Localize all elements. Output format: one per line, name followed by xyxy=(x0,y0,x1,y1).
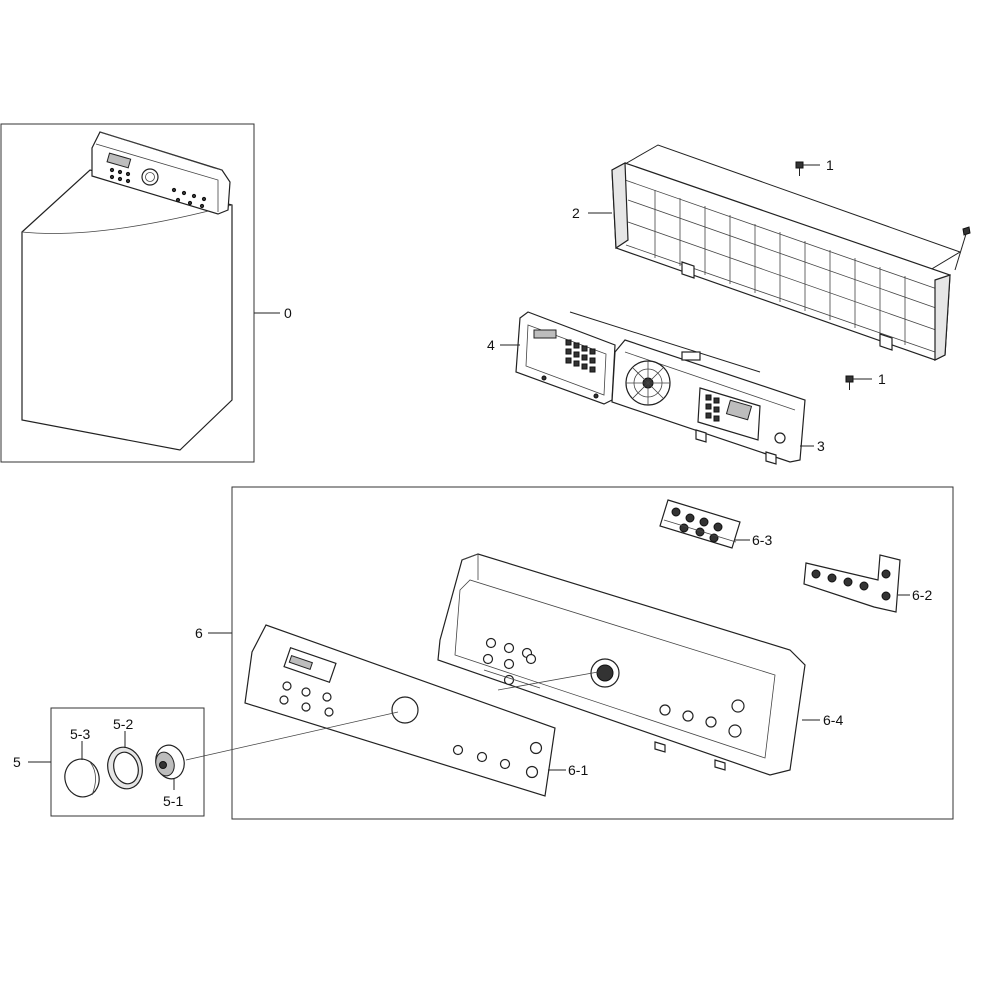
label-6-3: 6-3 xyxy=(752,532,772,548)
label-5: 5 xyxy=(13,754,21,770)
label-3: 3 xyxy=(817,438,825,454)
part-6-2-key-pcb xyxy=(803,554,901,613)
label-4: 4 xyxy=(487,337,495,353)
label-2: 2 xyxy=(572,205,580,221)
part-5-3-knob-cap xyxy=(64,741,100,798)
part-5-1-knob-base xyxy=(155,744,185,790)
label-5-2: 5-2 xyxy=(113,716,133,732)
part-2-frame xyxy=(611,144,962,361)
group-box-6 xyxy=(231,486,954,820)
label-6-4: 6-4 xyxy=(823,712,843,728)
label-6-2: 6-2 xyxy=(912,587,932,603)
part-5-2-knob-ring xyxy=(107,731,143,790)
part-1-screw-c xyxy=(845,375,872,390)
alignment-lines xyxy=(185,671,599,761)
part-6-4-control-panel xyxy=(437,553,806,776)
label-5-1: 5-1 xyxy=(163,793,183,809)
label-5-3: 5-3 xyxy=(70,726,90,742)
group-box-0 xyxy=(0,123,255,463)
part-6-3-key-pcb xyxy=(659,499,741,549)
label-6-1: 6-1 xyxy=(568,762,588,778)
part-1-screw-a xyxy=(795,161,820,176)
label-6: 6 xyxy=(195,625,203,641)
part-6-1-overlay xyxy=(244,624,556,797)
label-1b: 1 xyxy=(878,371,886,387)
label-0: 0 xyxy=(284,305,292,321)
part-3-bracket xyxy=(611,339,806,465)
label-1a: 1 xyxy=(826,157,834,173)
part-1-screw-b xyxy=(954,226,971,271)
part-0-washer xyxy=(21,131,233,451)
